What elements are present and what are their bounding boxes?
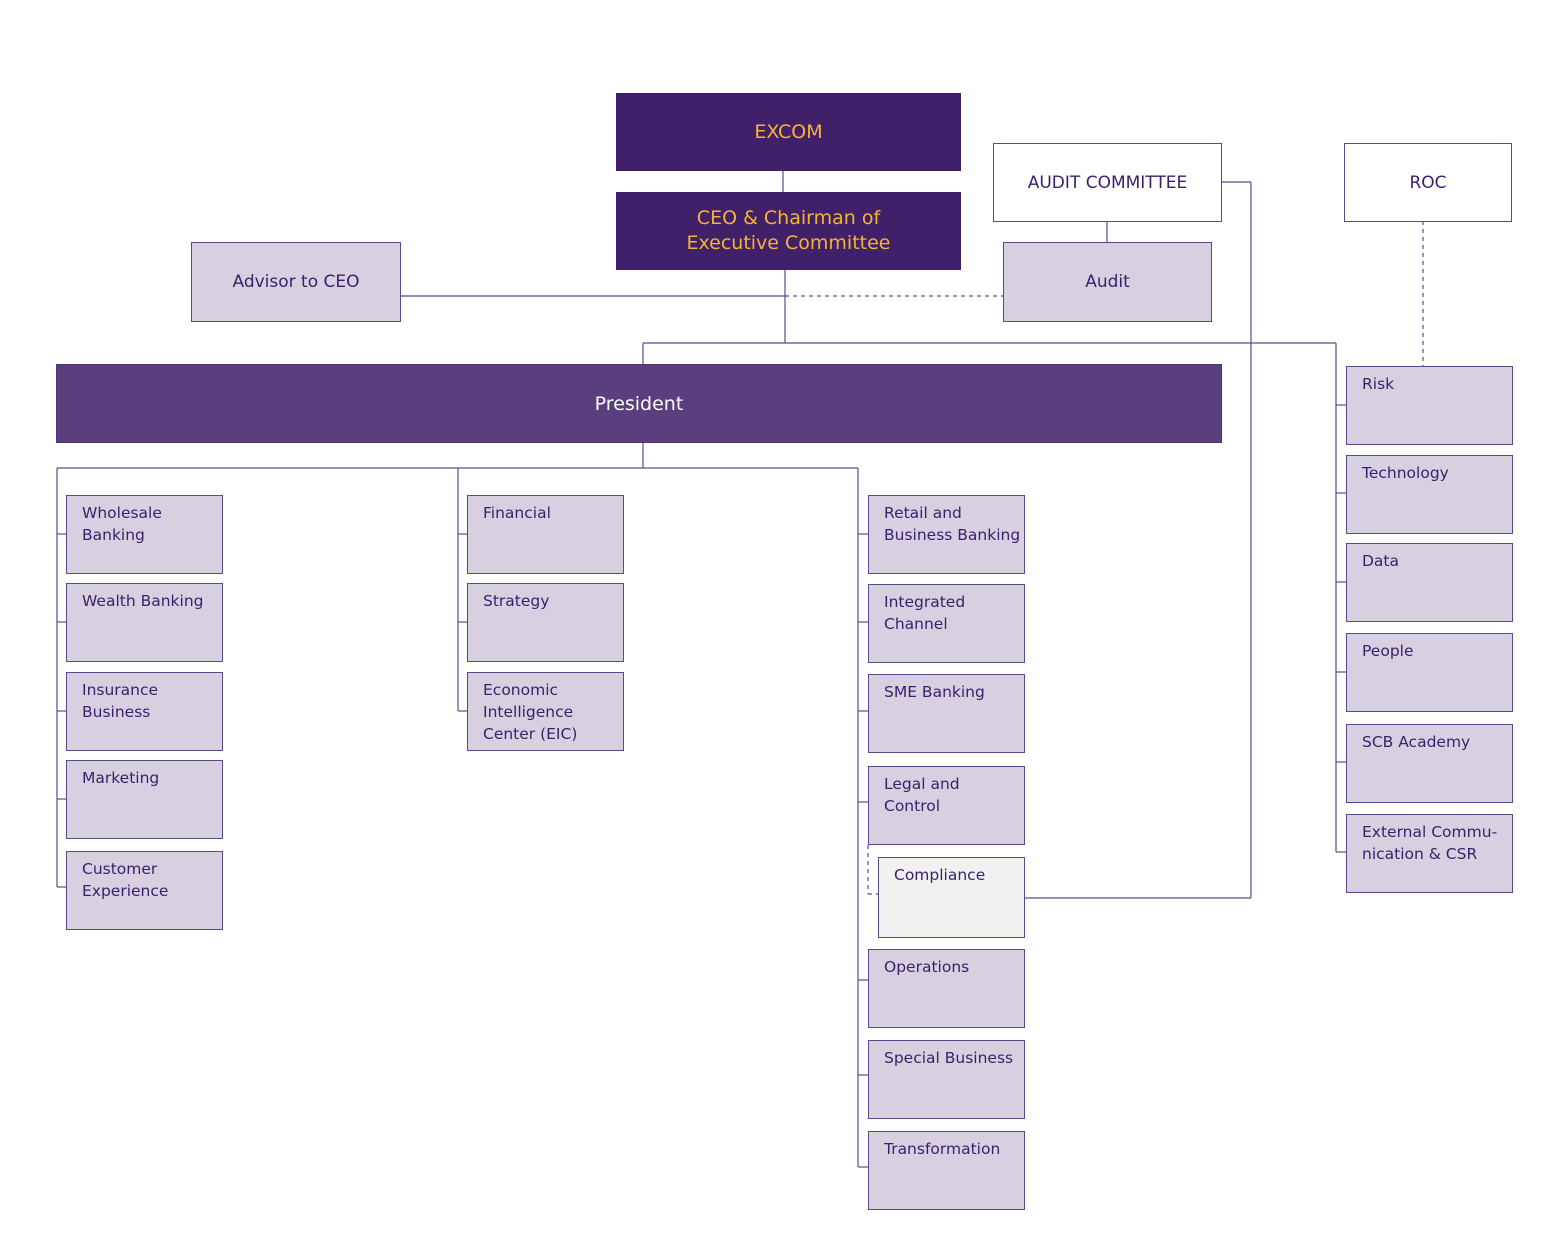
unit-label: Compliance — [894, 866, 986, 884]
unit-box: Risk — [1346, 366, 1513, 445]
advisor-label: Advisor to CEO — [232, 272, 360, 292]
unit-box: Legal and Control — [868, 766, 1025, 845]
ceo-box: CEO & Chairman of Executive Committee — [616, 192, 961, 270]
unit-box: Financial — [467, 495, 624, 574]
audit-box: Audit — [1003, 242, 1212, 322]
unit-label: Technology — [1362, 464, 1449, 482]
unit-label: External Commu- nication & CSR — [1362, 823, 1498, 863]
unit-label: Wholesale Banking — [82, 504, 162, 544]
unit-box: Operations — [868, 949, 1025, 1028]
advisor-box: Advisor to CEO — [191, 242, 401, 322]
compliance-box: Compliance — [878, 857, 1025, 938]
unit-label: Integrated Channel — [884, 593, 966, 633]
unit-label: Transformation — [884, 1140, 1001, 1158]
audit-committee-label: AUDIT COMMITTEE — [1027, 172, 1188, 193]
unit-label: Marketing — [82, 769, 160, 787]
audit-label: Audit — [1085, 272, 1130, 292]
unit-label: Insurance Business — [82, 681, 159, 721]
president-box: President — [56, 364, 1222, 443]
unit-box: People — [1346, 633, 1513, 712]
unit-label: People — [1362, 642, 1414, 660]
unit-box: Special Business — [868, 1040, 1025, 1119]
unit-label: Special Business — [884, 1049, 1014, 1067]
unit-label: Strategy — [483, 592, 550, 610]
unit-box: Wholesale Banking — [66, 495, 223, 574]
unit-label: Data — [1362, 552, 1400, 570]
unit-label: Financial — [483, 504, 551, 522]
unit-label: Retail and Business Banking — [884, 504, 1021, 544]
audit-committee-box: AUDIT COMMITTEE — [993, 143, 1222, 222]
unit-label: Economic Intelligence Center (EIC) — [483, 681, 578, 743]
unit-box: Technology — [1346, 455, 1513, 534]
unit-box: Retail and Business Banking — [868, 495, 1025, 574]
unit-label: Wealth Banking — [82, 592, 204, 610]
unit-label: SME Banking — [884, 683, 985, 701]
excom-box: EXCOM — [616, 93, 961, 171]
unit-label: Risk — [1362, 375, 1395, 393]
unit-box: Insurance Business — [66, 672, 223, 751]
unit-box: Economic Intelligence Center (EIC) — [467, 672, 624, 751]
unit-box: Marketing — [66, 760, 223, 839]
unit-box: Customer Experience — [66, 851, 223, 930]
roc-label: ROC — [1409, 172, 1447, 193]
unit-box: SME Banking — [868, 674, 1025, 753]
unit-box: External Commu- nication & CSR — [1346, 814, 1513, 893]
unit-label: SCB Academy — [1362, 733, 1471, 751]
unit-box: Transformation — [868, 1131, 1025, 1210]
unit-box: Strategy — [467, 583, 624, 662]
unit-box: Data — [1346, 543, 1513, 622]
president-label: President — [594, 392, 684, 415]
unit-label: Customer Experience — [82, 860, 169, 900]
unit-label: Operations — [884, 958, 970, 976]
ceo-label: CEO & Chairman of Executive Committee — [686, 207, 891, 254]
excom-label: EXCOM — [754, 120, 823, 143]
unit-box: SCB Academy — [1346, 724, 1513, 803]
unit-box: Wealth Banking — [66, 583, 223, 662]
roc-box: ROC — [1344, 143, 1512, 222]
unit-label: Legal and Control — [884, 775, 960, 815]
unit-box: Integrated Channel — [868, 584, 1025, 663]
